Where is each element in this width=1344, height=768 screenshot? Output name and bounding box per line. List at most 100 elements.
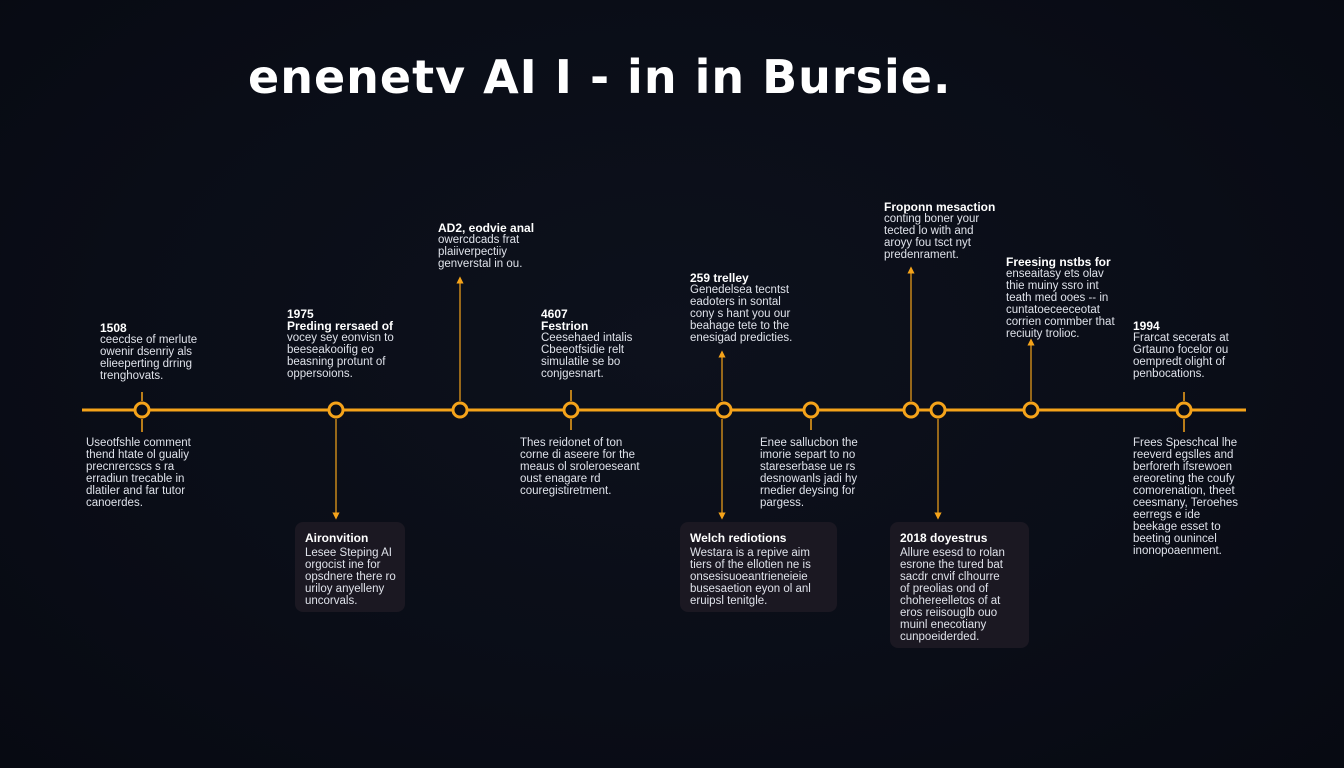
event-subhead: Festrion bbox=[541, 319, 589, 333]
event-head: Freesing nstbs for bbox=[1006, 255, 1111, 269]
timeline-node bbox=[451, 401, 469, 419]
event-line: Grtauno focelor ou bbox=[1133, 344, 1229, 356]
card-line: uncorvals. bbox=[305, 595, 358, 607]
event-block-above: 4607 Festrion Ceesehaed intalis Cbeeotfs… bbox=[541, 308, 632, 380]
event-line: simulatile se bo bbox=[541, 356, 621, 368]
event-line: berforerh ifsrewoen bbox=[1133, 461, 1233, 473]
event-line: aroyy fou tsct nyt bbox=[884, 237, 971, 249]
timeline-node bbox=[1175, 401, 1193, 419]
timeline-node bbox=[802, 401, 820, 419]
event-line: cuntatoeceeceotat bbox=[1006, 304, 1100, 316]
event-line: erradiun trecable in bbox=[86, 473, 185, 485]
event-line: ereoreting the coufy bbox=[1133, 473, 1235, 485]
event-block-above: 1975 Preding rersaed of vocey sey eonvis… bbox=[287, 308, 394, 380]
event-line: Ceesehaed intalis bbox=[541, 332, 633, 344]
event-line: trenghovats. bbox=[100, 370, 164, 382]
event-line: beasning protunt of bbox=[287, 356, 386, 368]
timeline-node bbox=[1022, 401, 1040, 419]
event-line: enseaitasy ets olav bbox=[1006, 268, 1104, 280]
card-line: Allure esesd to rolan bbox=[900, 547, 1005, 559]
event-block-below: Thes reidonet of ton corne di aseere for… bbox=[520, 437, 640, 497]
event-line: reciuity trolioc. bbox=[1006, 328, 1080, 340]
event-block-above: AD2, eodvie anal owercdcads frat plaiive… bbox=[438, 222, 534, 270]
card-line: Westara is a repive aim bbox=[690, 547, 810, 559]
event-line: Genedelsea tecntst bbox=[690, 284, 790, 296]
event-line: Useotfshle comment bbox=[86, 437, 191, 449]
event-line: inonopoaenment. bbox=[1133, 545, 1222, 557]
event-line: Frarcat secerats at bbox=[1133, 332, 1229, 344]
card-line: tiers of the ellotien ne is bbox=[690, 559, 811, 571]
event-subhead: Preding rersaed of bbox=[287, 319, 394, 333]
timeline-node bbox=[562, 401, 580, 419]
card-line: muinl enecotiany bbox=[900, 619, 987, 631]
card-line: opsdnere there ro bbox=[305, 571, 396, 583]
event-line: Frees Speschcal lhe bbox=[1133, 437, 1238, 449]
event-line: conting boner your bbox=[884, 213, 980, 225]
card-line: of preolias ond of bbox=[900, 583, 989, 595]
card-line: busesaetion eyon ol anl bbox=[690, 583, 811, 595]
event-line: oempredt olight of bbox=[1133, 356, 1226, 368]
event-line: vocey sey eonvisn to bbox=[287, 332, 394, 344]
event-line: penbocations. bbox=[1133, 368, 1205, 380]
event-line: Cbeeotfsidie relt bbox=[541, 344, 625, 356]
event-line: oust enagare rd bbox=[520, 473, 601, 485]
card-line: chohereelletos of at bbox=[900, 595, 1001, 607]
event-line: stareserbase ue rs bbox=[760, 461, 856, 473]
event-card: Aironvition Lesee Steping AI orgocist in… bbox=[295, 522, 405, 612]
event-block-below: Enee sallucbon the imorie separt to no s… bbox=[760, 437, 858, 509]
event-line: elieeperting drring bbox=[100, 358, 193, 370]
event-line: dlatiler and far tutor bbox=[86, 485, 186, 497]
card-head: Welch rediotions bbox=[690, 531, 787, 545]
event-line: Thes reidonet of ton bbox=[520, 437, 623, 449]
card-line: uriloy anyelleny bbox=[305, 583, 385, 595]
timeline-node bbox=[715, 401, 733, 419]
event-head: AD2, eodvie anal bbox=[438, 221, 535, 235]
event-line: beeseakooifig eo bbox=[287, 344, 374, 356]
event-line: canoerdes. bbox=[86, 497, 143, 509]
event-line: Enee sallucbon the bbox=[760, 437, 858, 449]
event-block-above: Freesing nstbs for enseaitasy ets olav t… bbox=[1006, 256, 1115, 340]
page-title: enenetv AI I - in in Bursie. bbox=[248, 50, 952, 104]
event-line: imorie separt to no bbox=[760, 449, 856, 461]
event-line: predenrament. bbox=[884, 249, 959, 261]
event-line: beahage tete to the bbox=[690, 320, 790, 332]
event-line: thie muiny ssro int bbox=[1006, 280, 1099, 292]
card-line: eros reiisouglb ouo bbox=[900, 607, 998, 619]
event-head: 1975 bbox=[287, 307, 314, 321]
event-block-above: 1994 Frarcat secerats at Grtauno focelor… bbox=[1133, 320, 1229, 380]
card-head: 2018 doyestrus bbox=[900, 531, 988, 545]
event-line: eadoters in sontal bbox=[690, 296, 781, 308]
event-block-below: Frees Speschcal lhe reeverd egslles and … bbox=[1133, 437, 1238, 557]
event-line: thend htate ol gualiy bbox=[86, 449, 189, 461]
timeline-node bbox=[902, 401, 920, 419]
event-line: teath med ooes -- in bbox=[1006, 292, 1109, 304]
event-line: precnrercscs s ra bbox=[86, 461, 175, 473]
event-line: tected lo with and bbox=[884, 225, 974, 237]
timeline-node bbox=[929, 401, 947, 419]
event-line: comorenation, theet bbox=[1133, 485, 1235, 497]
event-head: 1994 bbox=[1133, 319, 1160, 333]
event-card: Welch rediotions Westara is a repive aim… bbox=[680, 522, 837, 612]
event-block-above: Froponn mesaction conting boner your tec… bbox=[884, 201, 995, 261]
event-block-below: Useotfshle comment thend htate ol gualiy… bbox=[86, 437, 191, 509]
event-card: 2018 doyestrus Allure esesd to rolan esr… bbox=[890, 522, 1029, 648]
event-line: genverstal in ou. bbox=[438, 258, 523, 270]
card-line: sacdr cnvif clhourre bbox=[900, 571, 1000, 583]
event-line: beekage esset to bbox=[1133, 521, 1221, 533]
timeline-node bbox=[133, 401, 151, 419]
event-head: 1508 bbox=[100, 321, 127, 335]
event-line: owenir dsenriy als bbox=[100, 346, 193, 358]
event-line: eerregs e ide bbox=[1133, 509, 1201, 521]
event-head: 4607 bbox=[541, 307, 568, 321]
event-line: plaiiverpectiiy bbox=[438, 246, 508, 258]
event-line: owercdcads frat bbox=[438, 234, 520, 246]
event-line: corrien commber that bbox=[1006, 316, 1115, 328]
card-line: cunpoeiderded. bbox=[900, 631, 980, 643]
event-line: desnowanls jadi hy bbox=[760, 473, 858, 485]
event-line: couregistiretment. bbox=[520, 485, 612, 497]
event-block-above: 1508 ceecdse of merlute owenir dsenriy a… bbox=[100, 322, 197, 382]
event-line: oppersoions. bbox=[287, 368, 353, 380]
event-line: beeting ounincel bbox=[1133, 533, 1217, 545]
event-line: corne di aseere for the bbox=[520, 449, 636, 461]
